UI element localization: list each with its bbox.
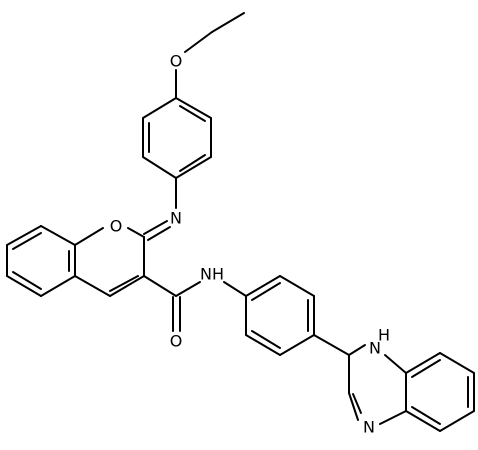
- bond: [127, 227, 145, 238]
- imine-nitrogen-label: N: [170, 209, 182, 228]
- bond: [245, 275, 281, 297]
- bond: [439, 352, 475, 374]
- imine-double-bond-a: [143, 220, 168, 235]
- bond-c3a-n: [379, 410, 407, 425]
- double-bond-inner: [109, 275, 139, 292]
- double-bond-inner: [179, 105, 206, 122]
- double-bond-inner: [12, 271, 42, 290]
- bond-c3-carbonyl: [143, 275, 177, 297]
- benzimidazole-benzo-ring: [405, 352, 475, 432]
- bond: [6, 275, 42, 297]
- benzimidazole-n-label: N: [363, 418, 375, 437]
- carbonyl-oxygen-label: O: [170, 332, 183, 351]
- double-bond-inner: [251, 330, 281, 349]
- bond-carbonyl-n: [175, 281, 201, 297]
- bond: [279, 334, 315, 356]
- ether-oxygen-label: O: [170, 52, 183, 71]
- bond: [142, 97, 177, 119]
- double-bond-inner: [12, 232, 42, 250]
- bond: [175, 156, 212, 179]
- chromene-benzo-ring: [6, 225, 76, 297]
- bond: [74, 227, 104, 246]
- double-bond-inner: [352, 393, 362, 414]
- bond-aryl-c2: [313, 334, 350, 356]
- bond: [245, 334, 281, 356]
- ring-oxygen-label: O: [110, 217, 123, 236]
- chromene-pyran-ring: [74, 227, 145, 297]
- amide-nh-label: NH: [200, 265, 224, 284]
- double-bond-inner: [411, 406, 441, 425]
- ethoxy-group: [175, 12, 245, 99]
- bond-nh-c7a: [384, 354, 407, 374]
- ethoxyphenyl-ring: [142, 97, 212, 179]
- bond: [40, 275, 76, 297]
- bond-ethyl-ch3: [211, 12, 245, 33]
- bond: [405, 410, 441, 432]
- imidazole-ring: [348, 344, 407, 425]
- bond: [405, 352, 441, 374]
- bond: [142, 156, 177, 179]
- bond-ethyl-ch2-o: [184, 31, 213, 53]
- bond: [6, 225, 42, 246]
- carboxamide-group: [143, 275, 247, 332]
- bond: [439, 410, 475, 432]
- benzimidazole-nh-n-label: N: [369, 339, 381, 358]
- bond: [109, 275, 145, 297]
- bond: [175, 97, 212, 119]
- bond: [40, 225, 76, 246]
- benzimidazole-h-label: H: [378, 326, 390, 345]
- bond-n-aryl: [223, 281, 247, 297]
- bond-n-c2: [348, 392, 359, 421]
- double-bond-inner: [411, 359, 441, 378]
- bond: [74, 275, 111, 297]
- double-bond-inner: [251, 282, 281, 301]
- bond-c2-nh: [348, 344, 366, 356]
- imine-double-bond-b: [147, 226, 171, 241]
- phenylene-ring: [245, 275, 315, 356]
- bond: [279, 275, 315, 297]
- double-bond-inner: [179, 154, 206, 172]
